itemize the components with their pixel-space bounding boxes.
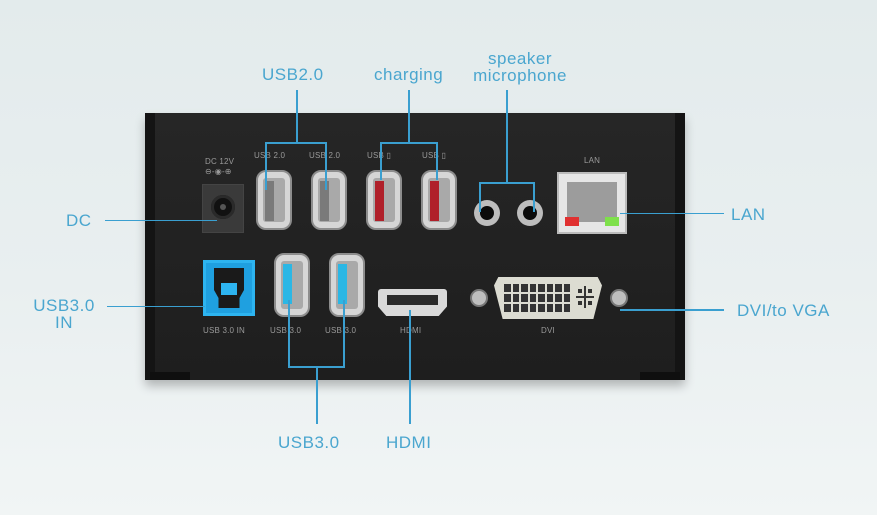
speaker-jack [474,200,500,226]
port-label-charge-a: USB ▯ [367,151,392,160]
dvi-screw-right [610,289,628,307]
port-label-usb30-a: USB 3.0 [270,326,302,335]
dvi-leader [620,309,724,311]
callout-usb30-in-line1: USB3.0 [33,296,95,315]
dc-power-jack [202,184,244,233]
callout-hdmi: HDMI [386,433,432,452]
callout-charging: charging [374,65,444,84]
usb20-leader-bracket [265,142,327,144]
audio-leader-vertical [506,90,508,182]
usb20-port-1 [256,170,292,230]
charging-leader-vertical [408,90,410,142]
port-label-lan: LAN [584,156,601,165]
callout-lan: LAN [731,205,766,224]
usb30-in-port [203,260,255,316]
usb30-leader-left [288,300,290,368]
port-label-dvi: DVI [541,326,555,335]
dvi-port [494,277,602,319]
hdmi-leader [409,310,411,424]
charging-leader-left [380,142,382,180]
device-right-edge [675,113,685,380]
lan-leader [620,213,724,214]
charging-usb-port-1 [366,170,402,230]
port-label-dc: DC 12V [205,157,235,166]
usb30-leader-right [343,300,345,368]
audio-leader-right [533,182,535,212]
hdmi-port [378,289,447,316]
callout-dvi-vga: DVI/to VGA [737,301,830,320]
usb20-leader-right [325,142,327,190]
port-label-usb20-b: USB 2.0 [309,151,341,160]
usb30-in-leader [107,306,205,307]
usb30-leader-vertical [316,366,318,424]
usb20-leader-vertical [296,90,298,142]
port-label-charge-b: USB ▯ [422,151,447,160]
lan-port [557,172,627,234]
device-foot-right [640,372,680,380]
port-label-usb20-a: USB 2.0 [254,151,286,160]
usb20-leader-left [265,142,267,190]
callout-usb30: USB3.0 [278,433,340,452]
microphone-jack [517,200,543,226]
audio-leader-bracket [479,182,535,184]
callout-dc: DC [66,211,92,230]
callout-microphone: microphone [473,66,567,85]
usb20-port-2 [311,170,347,230]
usb30-port-2 [329,253,365,317]
dvi-screw-left [470,289,488,307]
port-label-usb30-b: USB 3.0 [325,326,357,335]
device-foot-left [150,372,190,380]
port-label-usb30-in: USB 3.0 IN [203,326,246,335]
callout-speaker: speaker [488,49,552,68]
charging-leader-right [436,142,438,180]
device-left-edge [145,113,155,380]
dc-leader [105,220,217,221]
charging-usb-port-2 [421,170,457,230]
docking-station-rear-panel [145,113,685,380]
port-label-dc-polarity: ⊖-◉-⊕ [205,167,232,176]
callout-usb30-in-line2: IN [55,313,73,332]
callout-usb20: USB2.0 [262,65,324,84]
audio-leader-left [479,182,481,212]
usb30-port-1 [274,253,310,317]
charging-leader-bracket [380,142,438,144]
